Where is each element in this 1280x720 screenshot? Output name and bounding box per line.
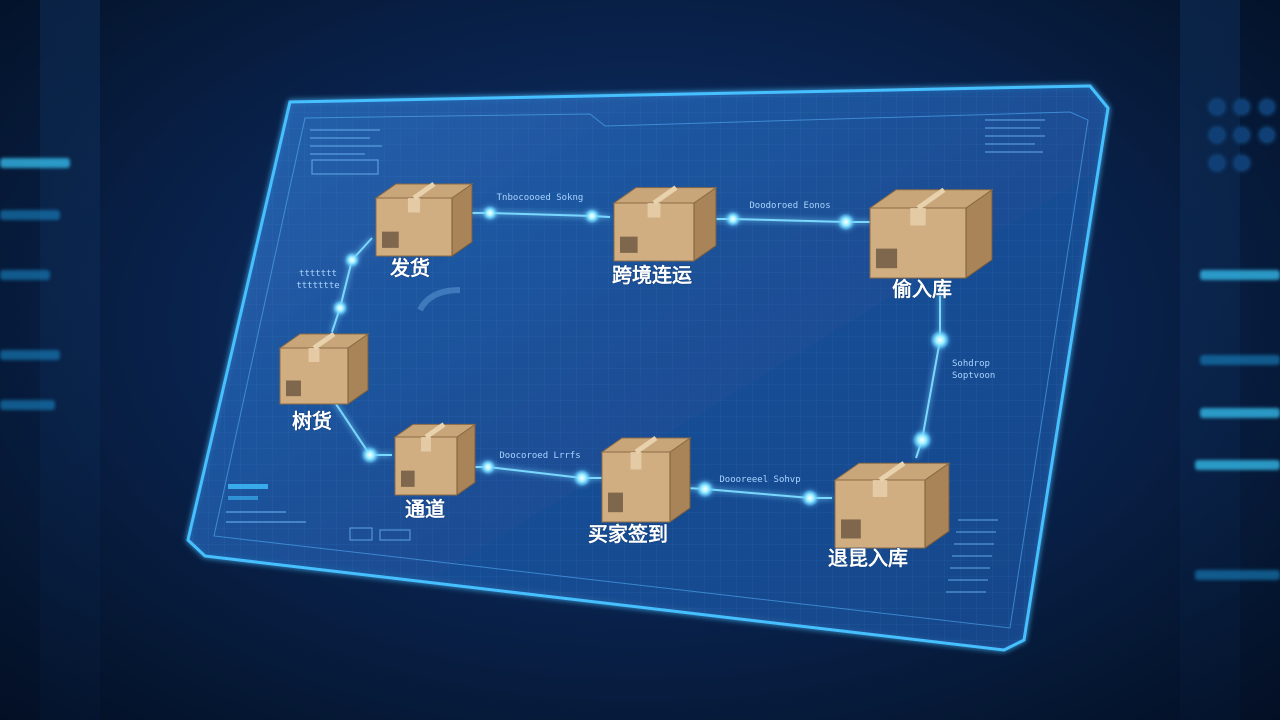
connector-node (802, 490, 818, 506)
bg-dot (1235, 128, 1249, 142)
box-tape (630, 452, 642, 470)
bg-dot (1235, 100, 1249, 114)
box-tape (308, 348, 320, 362)
box-rucang (868, 187, 994, 279)
box-fahuo (374, 181, 474, 257)
bg-dot (1235, 156, 1249, 170)
bg-dot (1260, 100, 1274, 114)
connector-label-bottom-right: Doooreeel Sohvp (719, 475, 800, 485)
box-tape (878, 461, 906, 483)
box-shipping-label (401, 470, 415, 487)
box-tape (421, 437, 431, 452)
bg-light-bar (1200, 408, 1280, 418)
connector-nodes (333, 206, 949, 506)
box-tape (312, 331, 336, 351)
connector-label-right-1: Sohdrop (952, 359, 990, 369)
connector-node (726, 212, 740, 226)
connector-label-left-2: ttttttte (296, 281, 339, 291)
bg-dot (1210, 156, 1224, 170)
box-tape (647, 203, 661, 218)
connector-node (574, 470, 590, 486)
box-tape (412, 181, 436, 201)
connector-label-left-1: ttttttt (299, 269, 337, 279)
bg-dot (1260, 128, 1274, 142)
box-tape (916, 187, 946, 211)
bg-light-bar (0, 400, 55, 410)
box-tape (872, 480, 888, 497)
connector-node (585, 209, 599, 223)
connector-node (838, 214, 854, 230)
connector-node (345, 253, 359, 267)
box-shipping-label (620, 236, 638, 253)
bg-light-bar (1195, 460, 1280, 470)
hud-decor-bottom-left (226, 484, 411, 541)
connector-node (481, 460, 495, 474)
box-shipping-label (286, 380, 301, 397)
node-label-qianshou: 买家签到 (588, 522, 668, 546)
connector-label-top-left: Tnbocoooed Sokng (497, 193, 584, 203)
bg-dot (1210, 100, 1224, 114)
box-tape (424, 422, 446, 440)
box-shipping-label (876, 248, 898, 269)
box-tape (652, 185, 678, 206)
connector-node (483, 206, 497, 220)
bg-light-bar (0, 350, 60, 360)
connector-node (913, 431, 931, 449)
bg-light-bar (0, 270, 50, 280)
box-shipping-label (382, 231, 399, 248)
hud-decor-bottom-right (946, 519, 998, 593)
node-label-tongdao: 通道 (405, 497, 445, 521)
node-label-fahuo: 发货 (389, 256, 430, 280)
package-boxes (278, 181, 994, 549)
bg-dot (1210, 128, 1224, 142)
hud-decor-top-right (985, 119, 1045, 153)
hud-arc (417, 287, 461, 312)
connector-label-bottom-left: Doocoroed Lrrfs (499, 451, 580, 461)
connector-node (333, 301, 347, 315)
connector-label-top-right: Doodoroed Eonos (749, 201, 830, 211)
node-label-tuihuo: 退昆入库 (828, 546, 908, 570)
box-tape (634, 435, 658, 455)
box-shipping-label (841, 519, 861, 539)
connector-label-right-2: Soptvoon (952, 371, 995, 381)
bg-light-bar (1195, 570, 1280, 580)
bg-column-left (40, 0, 100, 720)
bg-light-bar (1200, 270, 1280, 280)
hud-decor-top-left (310, 129, 382, 175)
box-tape (910, 208, 926, 226)
box-tape (407, 198, 421, 213)
box-tuihuo (833, 461, 951, 549)
panel-inner-frame (213, 111, 1089, 629)
bg-light-bar (0, 210, 60, 220)
box-kuajing (612, 185, 718, 262)
bg-light-bar (0, 158, 70, 168)
box-side (669, 437, 691, 523)
box-tongdao (393, 422, 477, 496)
connector-node (931, 331, 949, 349)
connector-node (362, 447, 378, 463)
box-beihuo (278, 331, 370, 405)
node-label-kuajing: 跨境连运 (612, 263, 692, 287)
box-shipping-label (608, 492, 623, 513)
node-label-rucang: 偷入库 (892, 277, 952, 301)
box-qianshou (600, 435, 692, 523)
node-label-beihuo: 树货 (292, 409, 332, 433)
connector-node (697, 481, 713, 497)
bg-light-bar (1200, 355, 1280, 365)
